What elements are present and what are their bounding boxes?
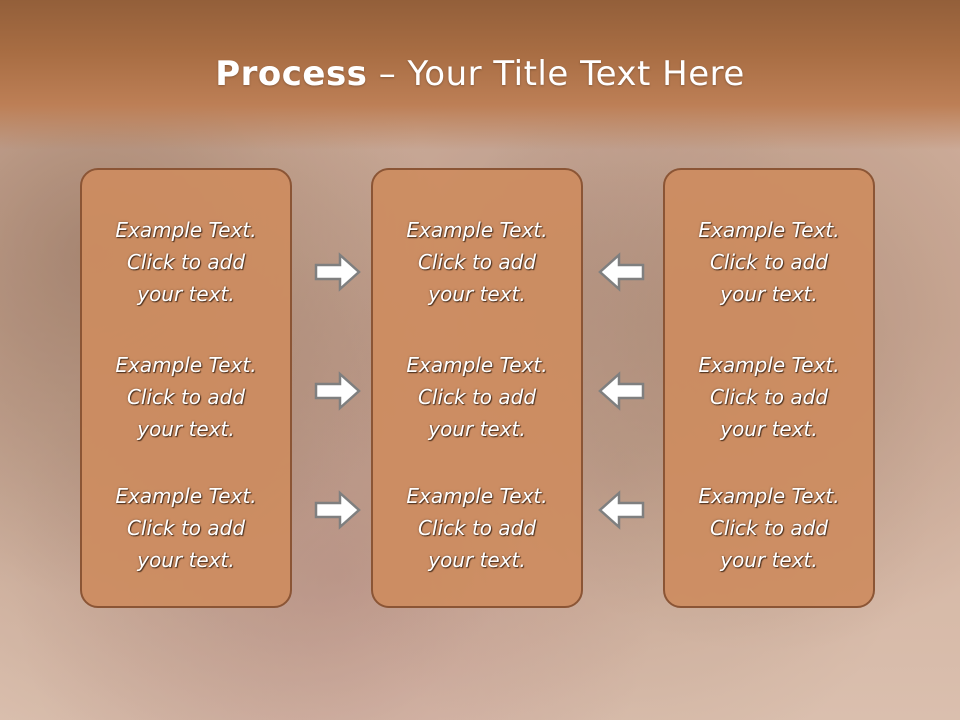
arrow-left-icon[interactable] (597, 252, 645, 292)
arrow-right-icon[interactable] (314, 490, 362, 530)
text-line: Click to add (126, 516, 246, 540)
process-box-right[interactable]: Example Text. Click to add your text. Ex… (663, 168, 875, 608)
text-line: your text. (137, 282, 235, 306)
text-block[interactable]: Example Text. Click to add your text. (82, 349, 290, 445)
text-line: Example Text. (406, 218, 548, 242)
text-line: Example Text. (406, 484, 548, 508)
text-line: Example Text. (698, 218, 840, 242)
text-line: your text. (720, 548, 818, 572)
text-line: Click to add (709, 250, 829, 274)
text-line: Click to add (417, 385, 537, 409)
text-line: your text. (137, 417, 235, 441)
arrow-right-icon[interactable] (314, 371, 362, 411)
text-line: Click to add (709, 516, 829, 540)
text-line: your text. (428, 548, 526, 572)
text-line: Click to add (709, 385, 829, 409)
text-line: Example Text. (115, 353, 257, 377)
text-line: Example Text. (698, 353, 840, 377)
text-line: Click to add (417, 250, 537, 274)
text-block[interactable]: Example Text. Click to add your text. (373, 349, 581, 445)
text-block[interactable]: Example Text. Click to add your text. (665, 349, 873, 445)
text-line: your text. (428, 417, 526, 441)
text-line: Example Text. (406, 353, 548, 377)
arrow-right-icon[interactable] (314, 252, 362, 292)
text-line: Click to add (417, 516, 537, 540)
text-block[interactable]: Example Text. Click to add your text. (373, 480, 581, 576)
slide-title[interactable]: Process – Your Title Text Here (0, 54, 960, 94)
text-block[interactable]: Example Text. Click to add your text. (82, 480, 290, 576)
text-block[interactable]: Example Text. Click to add your text. (665, 214, 873, 310)
text-block[interactable]: Example Text. Click to add your text. (82, 214, 290, 310)
text-line: your text. (428, 282, 526, 306)
text-line: your text. (137, 548, 235, 572)
process-box-left[interactable]: Example Text. Click to add your text. Ex… (80, 168, 292, 608)
text-block[interactable]: Example Text. Click to add your text. (373, 214, 581, 310)
arrow-left-icon[interactable] (597, 490, 645, 530)
text-line: Click to add (126, 385, 246, 409)
arrow-left-icon[interactable] (597, 371, 645, 411)
text-block[interactable]: Example Text. Click to add your text. (665, 480, 873, 576)
text-line: your text. (720, 417, 818, 441)
text-line: Example Text. (115, 484, 257, 508)
text-line: Example Text. (115, 218, 257, 242)
title-band (0, 0, 960, 150)
process-box-center[interactable]: Example Text. Click to add your text. Ex… (371, 168, 583, 608)
title-bold-part: Process (215, 54, 368, 94)
title-rest-part: – Your Title Text Here (367, 54, 745, 94)
text-line: your text. (720, 282, 818, 306)
text-line: Example Text. (698, 484, 840, 508)
text-line: Click to add (126, 250, 246, 274)
